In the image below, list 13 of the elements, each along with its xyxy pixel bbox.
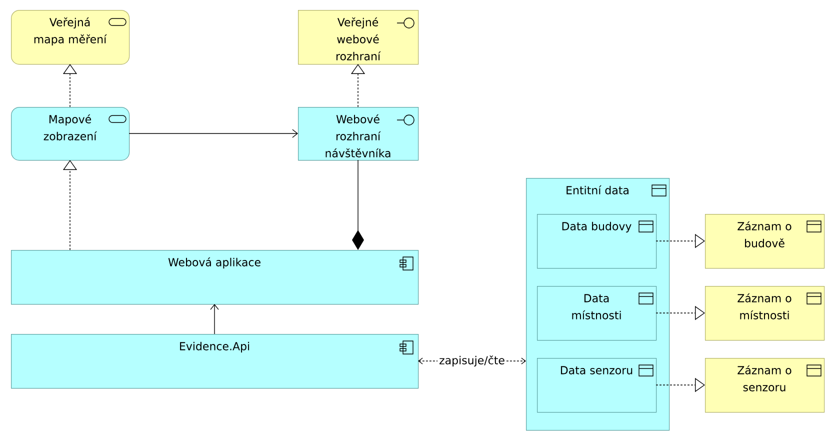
interface-box: Veřejné webové rozhraní — [298, 10, 419, 65]
component-box: Evidence.Api — [11, 334, 419, 389]
component-box: Webová aplikace — [11, 250, 419, 305]
service-box: Mapové zobrazení — [11, 107, 130, 161]
arrow — [128, 129, 298, 138]
data-object-box: Záznam o budově — [705, 214, 825, 269]
data-object-box: Záznam o senzoru — [705, 358, 825, 413]
interface-box: Webové rozhraní návštěvníka — [298, 107, 419, 161]
arrow — [210, 304, 219, 334]
service-box: Veřejná mapa měření — [11, 10, 130, 65]
composition-line — [352, 160, 364, 250]
data-object-box: Záznam o místnosti — [705, 286, 825, 341]
edge-label: zapisuje/čte — [438, 354, 506, 368]
